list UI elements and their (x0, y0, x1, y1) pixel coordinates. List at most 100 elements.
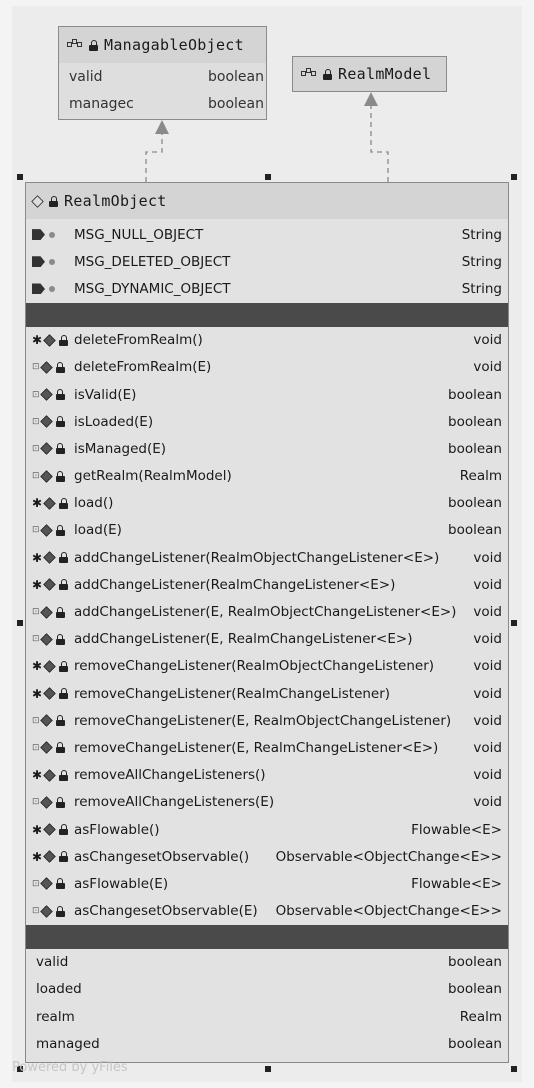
method-icon (43, 497, 56, 510)
method-row: ⊡getRealm(RealmModel)Realm (26, 463, 508, 490)
method-name: removeChangeListener(E, RealmChangeListe… (74, 739, 439, 756)
method-return-type: void (473, 794, 502, 811)
selection-handle[interactable] (17, 174, 23, 180)
method-row: ✱asFlowable()Flowable<E> (26, 816, 508, 843)
method-name: load() (74, 495, 114, 512)
field-type: boolean (208, 95, 264, 112)
selection-handle[interactable] (511, 1066, 517, 1072)
property-row: managed boolean (26, 1030, 508, 1057)
instance-method-icon: ✱ (32, 822, 43, 837)
method-name: isManaged(E) (74, 440, 167, 457)
constant-icon (32, 256, 45, 268)
method-icon (39, 361, 53, 374)
lock-icon (59, 824, 69, 836)
section-separator (26, 302, 508, 327)
method-return-type: void (473, 658, 502, 675)
method-name: deleteFromRealm() (74, 332, 203, 349)
method-row: ✱asChangesetObservable()Observable<Objec… (26, 843, 508, 870)
methods-section: ✱deleteFromRealm()void⊡deleteFromRealm(E… (26, 327, 508, 925)
method-return-type: Observable<ObjectChange<E>> (275, 848, 502, 865)
instance-method-icon: ✱ (32, 686, 43, 701)
package-dot-icon (49, 258, 55, 265)
static-method-icon: ⊡ (32, 362, 40, 373)
package-dot-icon (49, 231, 55, 238)
method-row: ⊡ addChangeListener(E, RealmObjectChangeL… (26, 598, 508, 625)
property-type: boolean (448, 954, 502, 971)
method-row: ⊡removeAllChangeListeners(E)void (26, 789, 508, 816)
instance-method-icon: ✱ (32, 550, 43, 565)
property-type: boolean (448, 1035, 502, 1052)
managable-object-box[interactable]: ManagableObject valid boolean managec bo… (58, 26, 267, 120)
method-icon (43, 768, 56, 782)
method-icon (43, 551, 56, 564)
method-return-type: void (473, 685, 502, 702)
property-type: boolean (448, 981, 502, 998)
selection-handle[interactable] (511, 174, 517, 180)
method-return-type: boolean (448, 440, 502, 457)
method-return-type: boolean (448, 522, 502, 539)
method-row: ⊡asFlowable(E)Flowable<E> (26, 870, 508, 897)
lock-icon (55, 470, 65, 482)
selection-handle[interactable] (511, 620, 517, 626)
static-method-icon: ⊡ (32, 634, 40, 645)
lock-icon (59, 851, 69, 863)
lock-icon (59, 579, 69, 591)
selection-handle[interactable] (17, 620, 23, 626)
selection-handle[interactable] (265, 1066, 271, 1072)
constant-type: String (461, 226, 502, 243)
constant-row: MSG_DYNAMIC_OBJECT String (26, 275, 508, 302)
static-method-icon: ⊡ (32, 878, 40, 889)
lock-icon (49, 195, 58, 207)
static-method-icon: ⊡ (32, 742, 40, 753)
realm-object-box[interactable]: RealmObject MSG_NULL_OBJECT String MSG_D… (25, 182, 509, 1063)
method-name: removeChangeListener(RealmChangeListener… (74, 685, 391, 702)
method-name: addChangeListener(E, RealmObjectChangeLi… (74, 604, 457, 621)
edge-realmobject-to-managable (145, 132, 163, 182)
method-row: ⊡ removeChangeListener(E, RealmChangeList… (26, 734, 508, 761)
lock-icon (55, 443, 65, 455)
realm-model-box[interactable]: RealmModel (292, 56, 447, 92)
method-return-type: void (473, 631, 502, 648)
method-icon (43, 850, 56, 863)
constant-name: MSG_DYNAMIC_OBJECT (74, 280, 231, 297)
managable-field-row: valid boolean (59, 63, 266, 90)
section-separator (26, 924, 508, 949)
property-name: valid (36, 954, 69, 971)
method-icon (39, 524, 53, 537)
selection-handle[interactable] (265, 174, 271, 180)
realm-object-header: RealmObject (26, 183, 508, 219)
static-method-icon: ⊡ (32, 471, 40, 482)
field-type: boolean (208, 68, 264, 85)
method-name: asChangesetObservable(E) (74, 903, 258, 920)
method-row: ⊡isLoaded(E)boolean (26, 408, 508, 435)
method-name: addChangeListener(E, RealmChangeListener… (74, 631, 413, 648)
class-icon (31, 194, 44, 208)
property-row: realm Realm (26, 1003, 508, 1030)
property-name: loaded (36, 981, 82, 998)
static-method-icon: ⊡ (32, 607, 40, 618)
method-return-type: boolean (448, 386, 502, 403)
method-return-type: void (473, 604, 502, 621)
method-return-type: void (473, 767, 502, 784)
method-row: ⊡ addChangeListener(E, RealmChangeListene… (26, 626, 508, 653)
method-row: ✱removeChangeListener(RealmObjectChangeL… (26, 653, 508, 680)
method-row: ✱ addChangeListener(RealmObjectChangeList… (26, 544, 508, 571)
instance-method-icon: ✱ (32, 333, 43, 348)
instance-method-icon: ✱ (32, 496, 43, 511)
method-return-type: Observable<ObjectChange<E>> (275, 903, 502, 920)
lock-icon (59, 660, 69, 672)
realm-model-title: RealmModel (338, 65, 432, 83)
lock-icon (89, 39, 98, 51)
properties-section: valid boolean loaded boolean realm Realm… (26, 949, 508, 1058)
method-icon (43, 333, 56, 347)
constant-name: MSG_DELETED_OBJECT (74, 253, 231, 270)
method-row: ⊡isValid(E)boolean (26, 381, 508, 408)
method-row: ⊡asChangesetObservable(E)Observable<Obje… (26, 898, 508, 925)
constant-type: String (461, 280, 502, 297)
lock-icon (55, 796, 65, 808)
selection-handle[interactable] (17, 1066, 23, 1072)
method-name: isLoaded(E) (74, 413, 154, 430)
method-icon (39, 388, 53, 401)
method-icon (39, 605, 53, 619)
method-name: addChangeListener(RealmObjectChangeListe… (74, 549, 440, 566)
